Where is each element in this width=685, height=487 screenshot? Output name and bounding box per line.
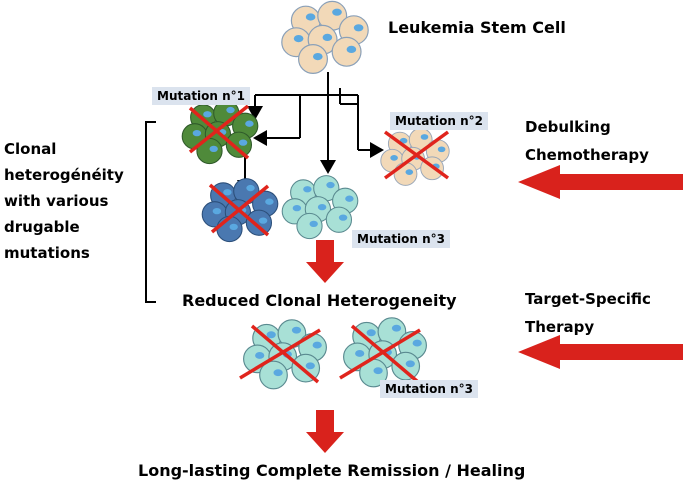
- debulking-line-2: Chemotherapy: [525, 146, 649, 164]
- target-line-2: Therapy: [525, 318, 595, 336]
- cross-teal-2b: [339, 324, 421, 384]
- debulking-label: Debulking Chemotherapy: [525, 113, 649, 169]
- cross-green: [188, 104, 250, 160]
- mutation-3-tag-b: Mutation n°3: [380, 380, 479, 398]
- cross-blue: [208, 183, 270, 237]
- target-specific-label: Target-Specific Therapy: [525, 285, 651, 341]
- mutation-1-tag: Mutation n°1: [152, 87, 251, 105]
- side-line-4: drugable: [4, 218, 80, 236]
- target-line-1: Target-Specific: [525, 290, 651, 308]
- red-down-arrow-2: [306, 410, 344, 453]
- cross-peach: [383, 130, 450, 180]
- red-left-arrow-2: [518, 335, 683, 369]
- mutation-2-tag: Mutation n°2: [390, 112, 489, 130]
- side-line-2: heterogénéity: [4, 166, 124, 184]
- clonal-heterogeneity-label: Clonal heterogénéity with various drugab…: [4, 136, 124, 266]
- branch-arrows: [237, 72, 384, 194]
- left-bracket: [145, 121, 156, 303]
- mutation-3-tag-a: Mutation n°3: [352, 230, 451, 248]
- remission-label: Long-lasting Complete Remission / Healin…: [138, 461, 526, 480]
- stem-cell-label: Leukemia Stem Cell: [388, 18, 566, 37]
- red-left-arrow-1: [518, 165, 683, 199]
- side-line-1: Clonal: [4, 140, 57, 158]
- side-line-5: mutations: [4, 244, 90, 262]
- side-line-3: with various: [4, 192, 109, 210]
- reduced-heterogeneity-label: Reduced Clonal Heterogeneity: [182, 291, 457, 310]
- teal-cluster: [281, 175, 359, 240]
- stem-cell-cluster: [281, 0, 369, 74]
- red-down-arrow-1: [306, 240, 344, 283]
- cross-teal-2a: [239, 324, 321, 384]
- debulking-line-1: Debulking: [525, 118, 611, 136]
